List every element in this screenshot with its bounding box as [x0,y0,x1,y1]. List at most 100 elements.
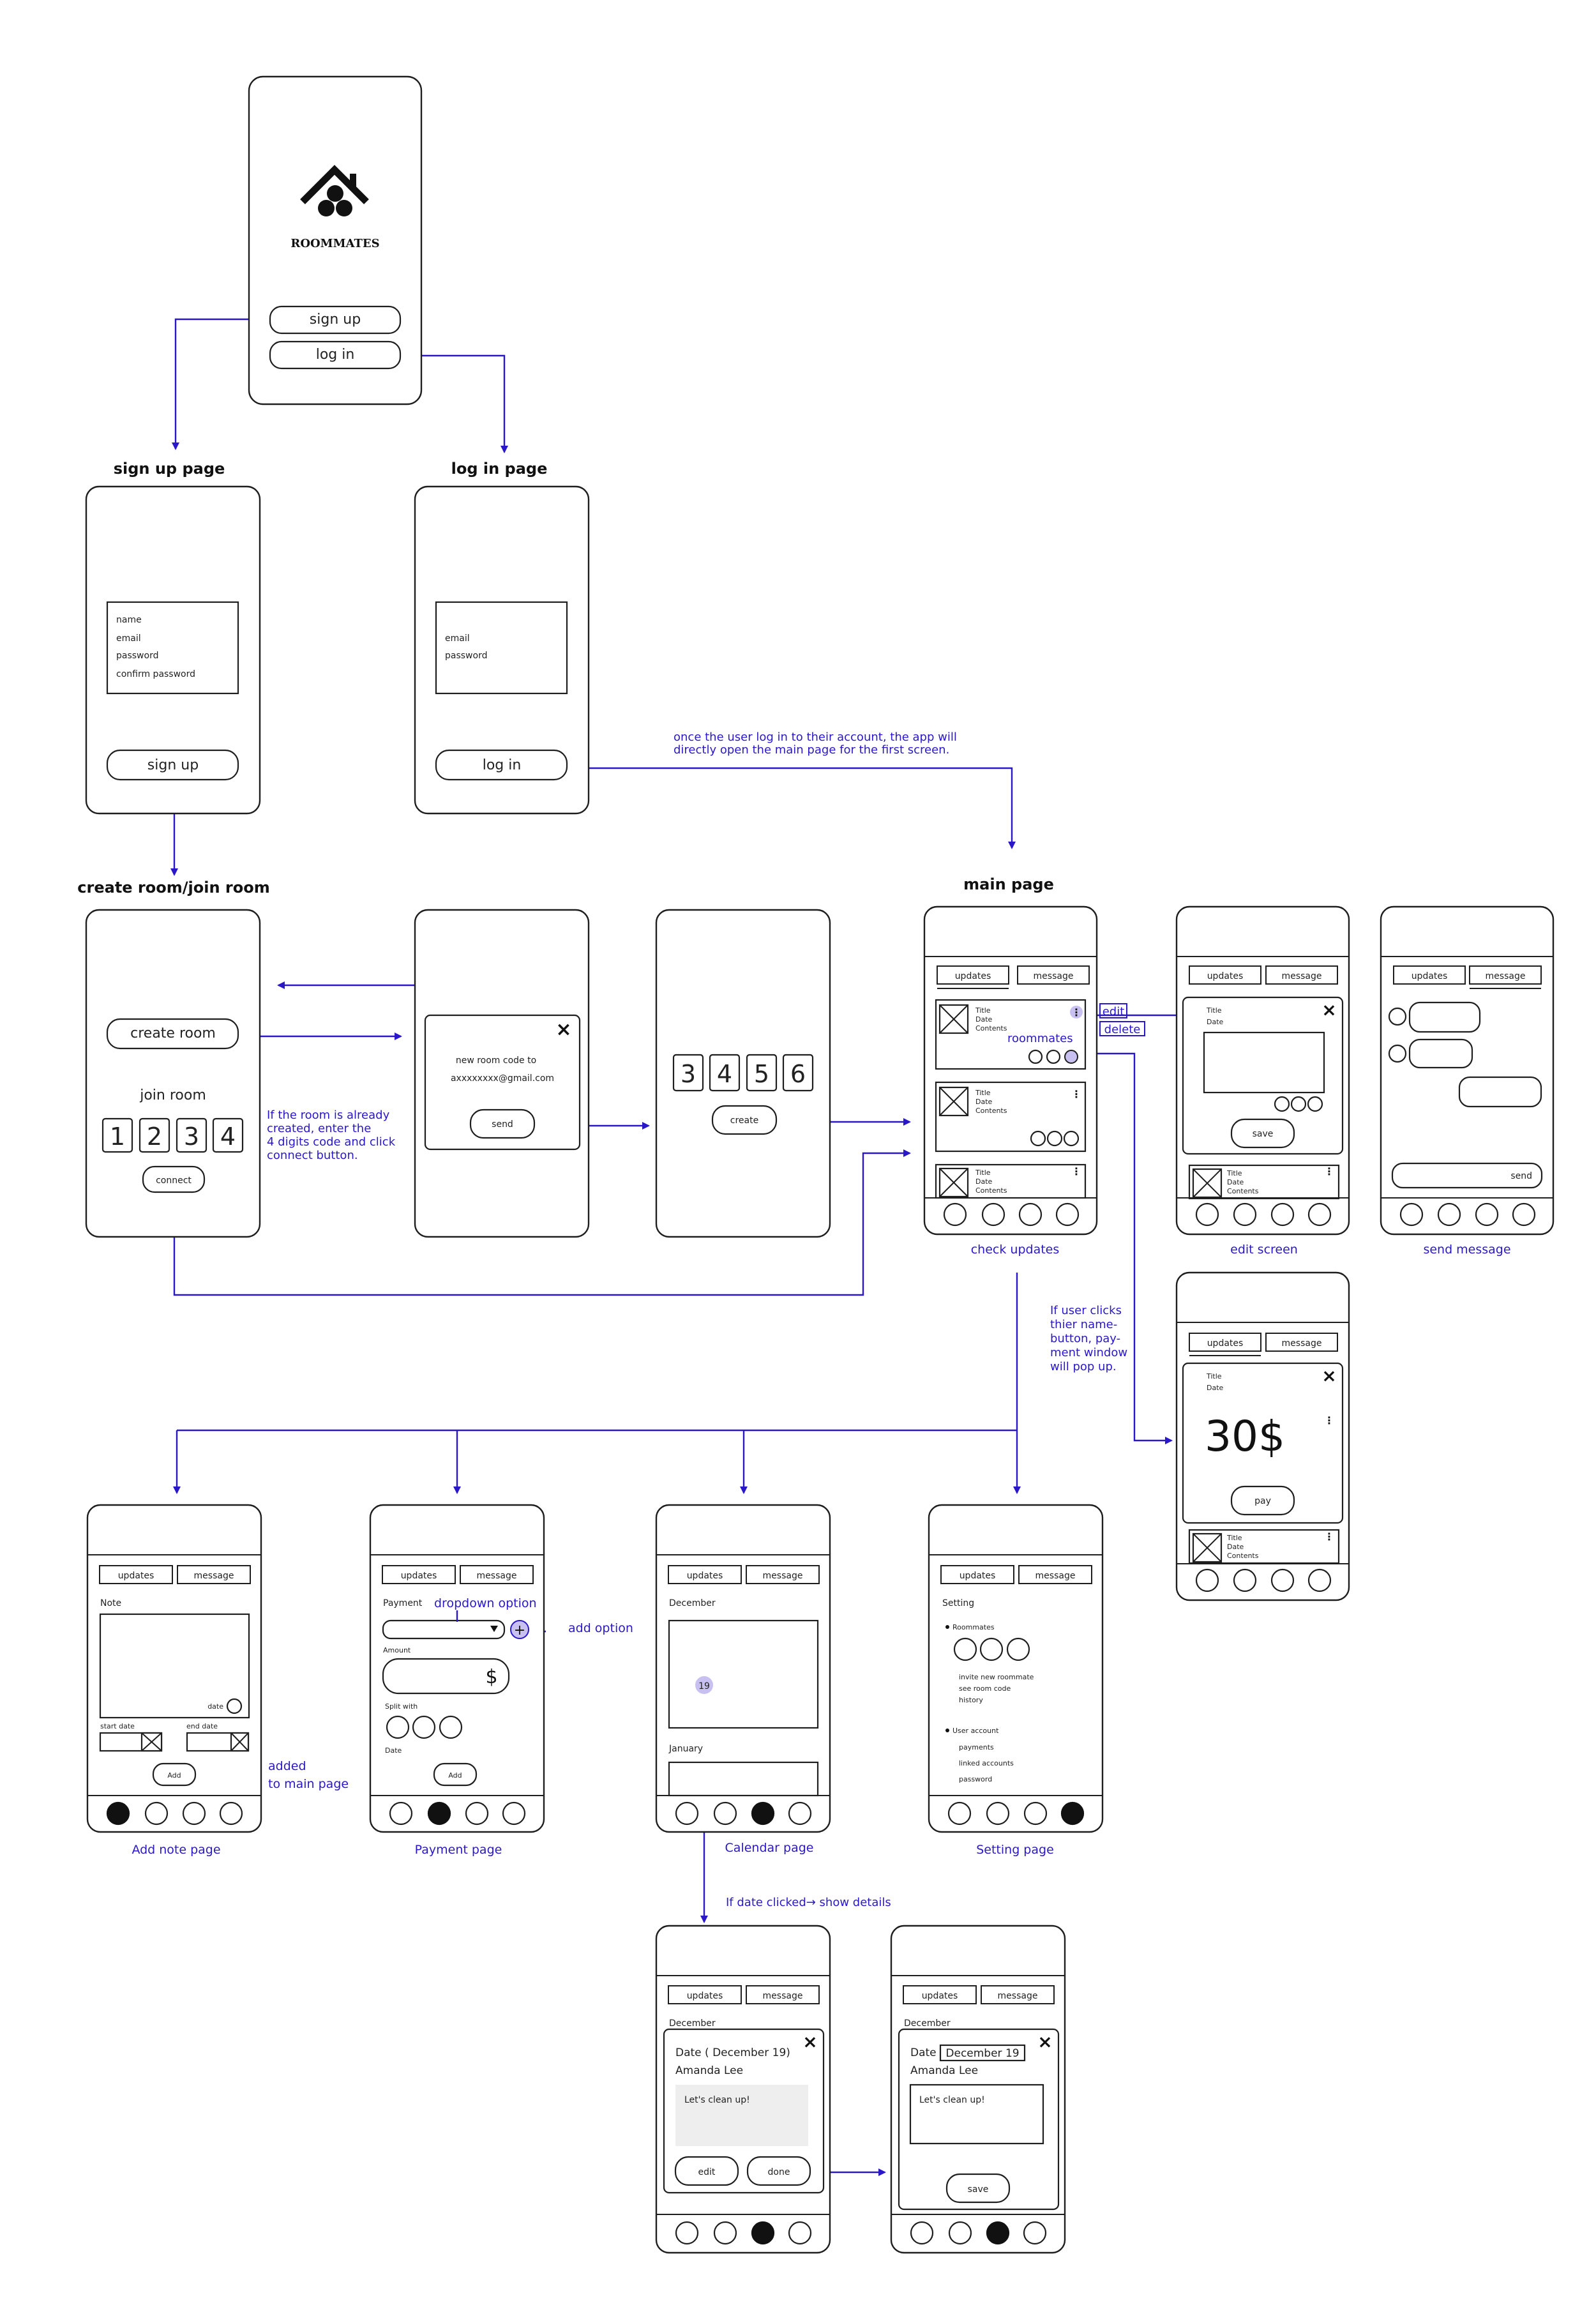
det-edit-button[interactable]: edit [674,2156,739,2186]
join-note-line1: If the room is already [267,1108,390,1122]
brand-name: ROOMMATES [290,237,379,250]
set-tab-message[interactable]: message [1035,1571,1076,1581]
setting-roommates-label: Roommates [952,1623,995,1631]
det-name: Amanda Lee [675,2064,743,2077]
dollar-icon: $ [485,1666,497,1688]
setting-room-code[interactable]: see room code [959,1684,1011,1693]
note-add-button[interactable]: Add [152,1762,197,1787]
send-code-close-icon[interactable]: × [555,1018,571,1041]
dedit-note-field[interactable] [909,2084,1044,2145]
setting-linked-accounts[interactable]: linked accounts [959,1759,1014,1767]
cal-tab-updates[interactable]: updates [687,1571,723,1581]
payment-split-label: Split with [385,1702,418,1711]
pay-tab-updates[interactable]: updates [1207,1338,1244,1349]
add-option-icon[interactable]: + [510,1620,529,1639]
msg-tab-updates[interactable]: updates [1412,971,1448,981]
set-tab-updates[interactable]: updates [960,1571,996,1581]
login-screen: email password log in [414,485,590,815]
det-tab-updates[interactable]: updates [687,1991,723,2001]
note-date-label: date [207,1702,223,1711]
cal-day-19[interactable]: 19 [698,1681,710,1691]
svg-text:+: + [514,1622,525,1638]
dedit-close-icon[interactable]: × [1037,2031,1052,2052]
pay-button[interactable]: pay [1230,1485,1295,1516]
login-button[interactable]: log in [435,749,568,781]
signup-screen: name email password confirm password sig… [85,485,261,815]
payment-dropdown[interactable] [382,1619,506,1640]
setting-history[interactable]: history [959,1696,983,1704]
splash-login-button[interactable]: log in [269,340,402,370]
splash-signup-button[interactable]: sign up [269,305,402,335]
setting-password[interactable]: password [959,1775,992,1783]
det-close-icon[interactable]: × [802,2031,817,2052]
join-note-line4: connect button. [267,1149,358,1162]
card-more-icon[interactable]: ⋮ [1071,1006,1081,1018]
edit-save-button[interactable]: save [1230,1118,1295,1149]
payment-tab-message[interactable]: message [477,1571,517,1581]
heading-create-join: create room/join room [77,879,269,896]
room-code-digit-1: 3 [681,1060,696,1088]
card2-more-icon[interactable]: ⋮ [1071,1088,1081,1100]
note-tab-updates[interactable]: updates [118,1571,154,1581]
name-note-line1: If user clicks [1050,1304,1122,1317]
name-note-line4: ment window [1050,1346,1127,1359]
setting-payments[interactable]: payments [959,1743,994,1751]
payment-amount-field[interactable]: $ [382,1658,510,1695]
payment-date-label: Date [385,1746,402,1755]
signup-field-name[interactable]: name [116,615,142,625]
edit-bg-card-contents: Contents [1227,1187,1259,1195]
login-field-email[interactable]: email [445,633,470,644]
dedit-date-field[interactable] [939,2044,1026,2062]
dedit-save-button[interactable]: save [945,2173,1011,2204]
dedit-tab-updates[interactable]: updates [922,1991,958,2001]
pay-tab-message[interactable]: message [1282,1338,1322,1349]
det-date-line: Date ( December 19) [675,2046,790,2059]
login-note-line1: once the user log in to their account, t… [674,730,957,744]
create-room-button[interactable]: create room [106,1018,239,1050]
pay-more-icon[interactable]: ⋮ [1324,1414,1334,1426]
payment-tab-updates[interactable]: updates [401,1571,437,1581]
date-edit-screen: updates message December × Date December… [890,1925,1066,2254]
setting-account-label: User account [952,1727,999,1735]
send-code-button[interactable]: send [469,1108,536,1139]
signup-field-password[interactable]: password [116,651,158,661]
pay-bg-card-title: Title [1226,1534,1242,1542]
note-tab-message[interactable]: message [194,1571,234,1581]
payment-amount-label: Amount [383,1646,411,1654]
main-card1-contents: Contents [975,1024,1007,1032]
edit-tab-message[interactable]: message [1282,971,1322,981]
pay-bg-more-icon[interactable]: ⋮ [1324,1531,1334,1543]
payment-add-button[interactable]: Add [433,1762,478,1787]
note-end-label: end date [186,1722,218,1730]
main-tab-updates[interactable]: updates [955,971,991,981]
setting-invite[interactable]: invite new roommate [959,1673,1034,1681]
det-note: Let's clean up! [684,2095,750,2105]
det-edit-label: edit [698,2167,716,2177]
message-send-label[interactable]: send [1510,1171,1532,1181]
det-tab-message[interactable]: message [763,1991,803,2001]
edit-bg-more-icon[interactable]: ⋮ [1324,1165,1334,1177]
main-screen: updates message Title Date Contents ⋮ Ti… [923,905,1098,1236]
signup-field-confirm[interactable]: confirm password [116,669,195,679]
main-card2-date: Date [975,1098,993,1106]
cal-month-december: December [669,1598,716,1608]
signup-button[interactable]: sign up [106,749,239,781]
payment-screen: updates message Payment + Amount $ Split… [369,1504,545,1833]
card3-more-icon[interactable]: ⋮ [1071,1165,1081,1177]
edit-close-icon[interactable]: × [1321,999,1336,1020]
pay-close-icon[interactable]: × [1321,1365,1336,1386]
edit-tab-updates[interactable]: updates [1207,971,1244,981]
create-button[interactable]: create [711,1105,778,1135]
main-tab-message[interactable]: message [1034,971,1074,981]
dedit-tab-message[interactable]: message [998,1991,1038,2001]
msg-tab-message[interactable]: message [1486,971,1526,981]
join-code-boxes[interactable]: 1 2 3 4 [102,1117,244,1153]
create-button-label: create [730,1116,758,1126]
det-done-button[interactable]: done [746,2156,811,2186]
login-field-password[interactable]: password [445,651,487,661]
connect-button[interactable]: connect [142,1165,206,1193]
cal-tab-message[interactable]: message [763,1571,803,1581]
message-input[interactable]: send [1391,1162,1543,1189]
pay-card-date: Date [1207,1384,1224,1392]
signup-field-email[interactable]: email [116,633,141,644]
